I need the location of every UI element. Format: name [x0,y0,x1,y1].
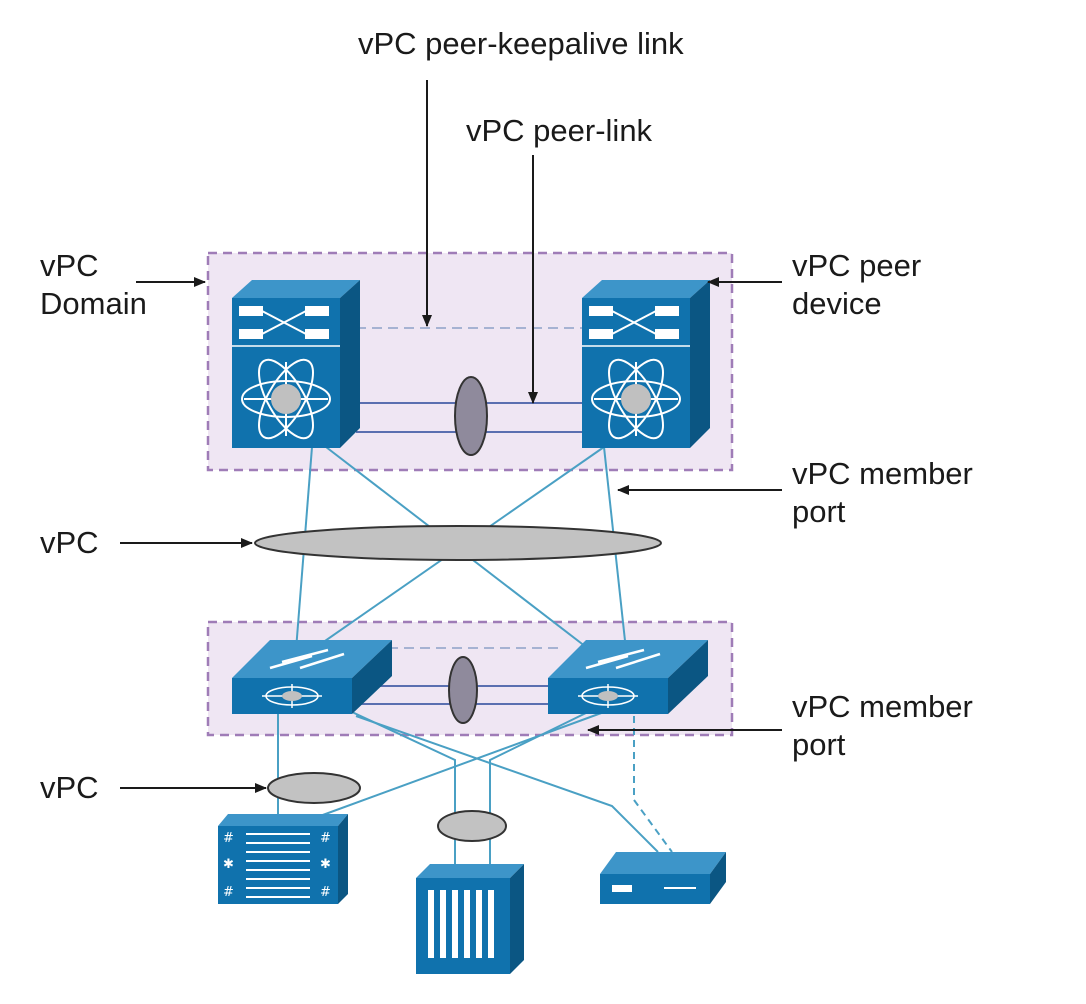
svg-text:✱: ✱ [320,857,331,872]
svg-text:#: # [320,831,331,846]
vpc-peer-device-label-line2: device [792,286,882,321]
nexus-access-switch-icon [232,640,392,714]
network-appliance-icon [600,852,726,904]
vpc-peer-device-label-line1: vPC peer [792,248,922,283]
rack-server-icon [416,864,524,974]
peer-link-ellipse [454,376,488,456]
vpc-label-lower: vPC [40,770,99,805]
vpc-member-port-lower-line2: port [792,727,846,762]
svg-text:#: # [320,885,331,900]
vpc-member-port-upper-line2: port [792,494,846,529]
annotation-arrows [120,80,782,793]
vpc-bundle-ellipse-lower [267,772,361,804]
vpc-peer-device-label: vPC peer device [792,247,921,323]
nexus-access-switch-icon [548,640,708,714]
svg-text:✱: ✱ [223,857,234,872]
vpc-member-port-lower-line1: vPC member [792,689,973,724]
svg-text:#: # [223,831,234,846]
vpc-domain-label: vPC Domain [40,247,147,323]
blade-chassis-icon: # ✱ # # ✱ # [218,814,348,904]
vpc-domain-label-line1: vPC [40,248,99,283]
nexus-core-switch-icon [582,280,710,448]
vpc-domain-label-line2: Domain [40,286,147,321]
nexus-core-switch-icon [232,280,360,448]
vpc-member-port-label-lower: vPC member port [792,688,973,764]
peer-keepalive-label: vPC peer-keepalive link [358,26,684,61]
access-peer-link-ellipse [448,656,478,724]
server-bundle-ellipse [437,810,507,842]
peer-link-label: vPC peer-link [466,113,653,148]
vpc-member-port-upper-line1: vPC member [792,456,973,491]
vpc-member-port-label-upper: vPC member port [792,455,973,531]
vpc-bundle-ellipse-upper [254,525,662,561]
svg-text:#: # [223,885,234,900]
vpc-label-upper: vPC [40,525,99,560]
